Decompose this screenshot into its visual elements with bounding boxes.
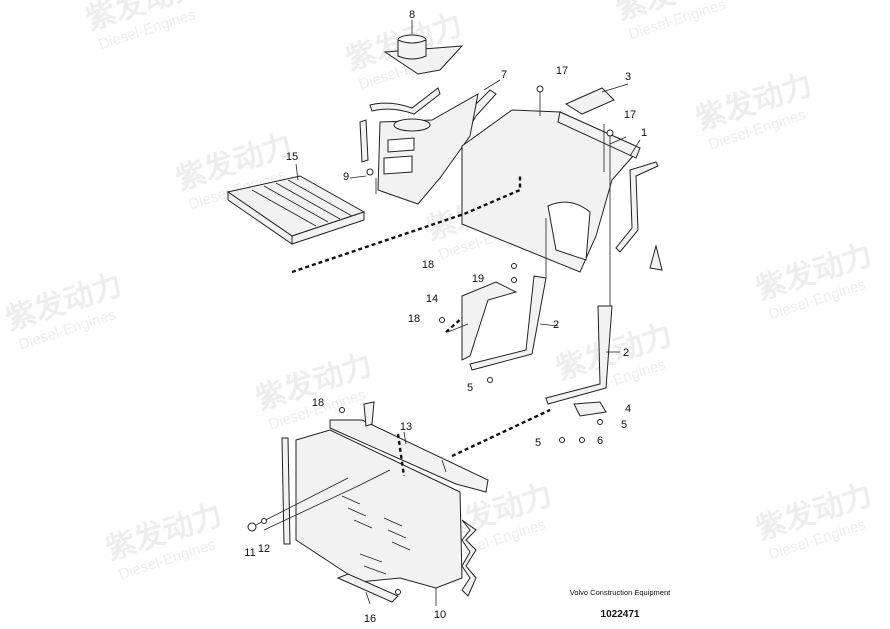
callout-19: 19 [472,273,484,285]
bolt-17b [606,129,614,137]
callout-18: 18 [422,259,434,271]
bolt-17a [536,85,544,93]
bolt-11 [247,522,257,532]
callout-1: 1 [641,127,647,139]
bolt-6 [579,437,585,443]
callout-3: 3 [625,71,631,83]
callout-2: 2 [623,347,629,359]
callout-17: 17 [556,65,568,77]
callout-7: 7 [501,69,507,81]
bolt-18c [339,407,345,413]
side-trim-strips [615,161,663,271]
part-3-plate [564,87,615,115]
bolt-9 [366,168,374,176]
bolt-18a [511,263,517,269]
callout-15: 15 [286,151,298,163]
bolt-12 [261,518,267,524]
fasteners [247,85,614,595]
callout-9: 9 [343,171,349,183]
callout-11: 11 [244,547,255,559]
brand-caption: Volvo Construction Equipment [569,588,671,597]
bolt-5c [597,419,603,425]
bolt-19 [511,277,517,283]
part-13-rail [329,401,489,493]
callout-5: 5 [535,437,541,449]
part-8-cover [383,34,464,75]
callout-13: 13 [400,421,412,433]
part-2-bracket-right [545,305,613,405]
part-1-main-cover [461,109,641,273]
console-housing [359,93,479,205]
callout-18: 18 [408,313,420,325]
part-14-bracket [447,281,518,361]
callout-12: 12 [258,543,270,555]
callout-2: 2 [553,319,559,331]
callout-8: 8 [409,9,415,21]
part-10-side-panel [281,429,477,597]
part-15-floor-mat [226,175,366,245]
callout-17: 17 [624,109,636,121]
callout-18: 18 [312,397,324,409]
drawing-number: 1022471 [600,609,640,620]
callout-5: 5 [621,419,627,431]
bolt-5a [487,377,493,383]
callout-5: 5 [467,382,473,394]
callout-16: 16 [364,613,376,625]
callout-10: 10 [434,609,446,621]
assembly-routing-lines [291,176,551,477]
callout-6: 6 [597,435,603,447]
part-4-bracket [573,401,607,417]
part-16-sill [336,573,399,603]
bolt-18b [439,317,445,323]
callout-4: 4 [625,403,631,415]
callout-14: 14 [426,293,438,305]
bolt-5b [559,437,565,443]
bolt-16 [395,589,401,595]
